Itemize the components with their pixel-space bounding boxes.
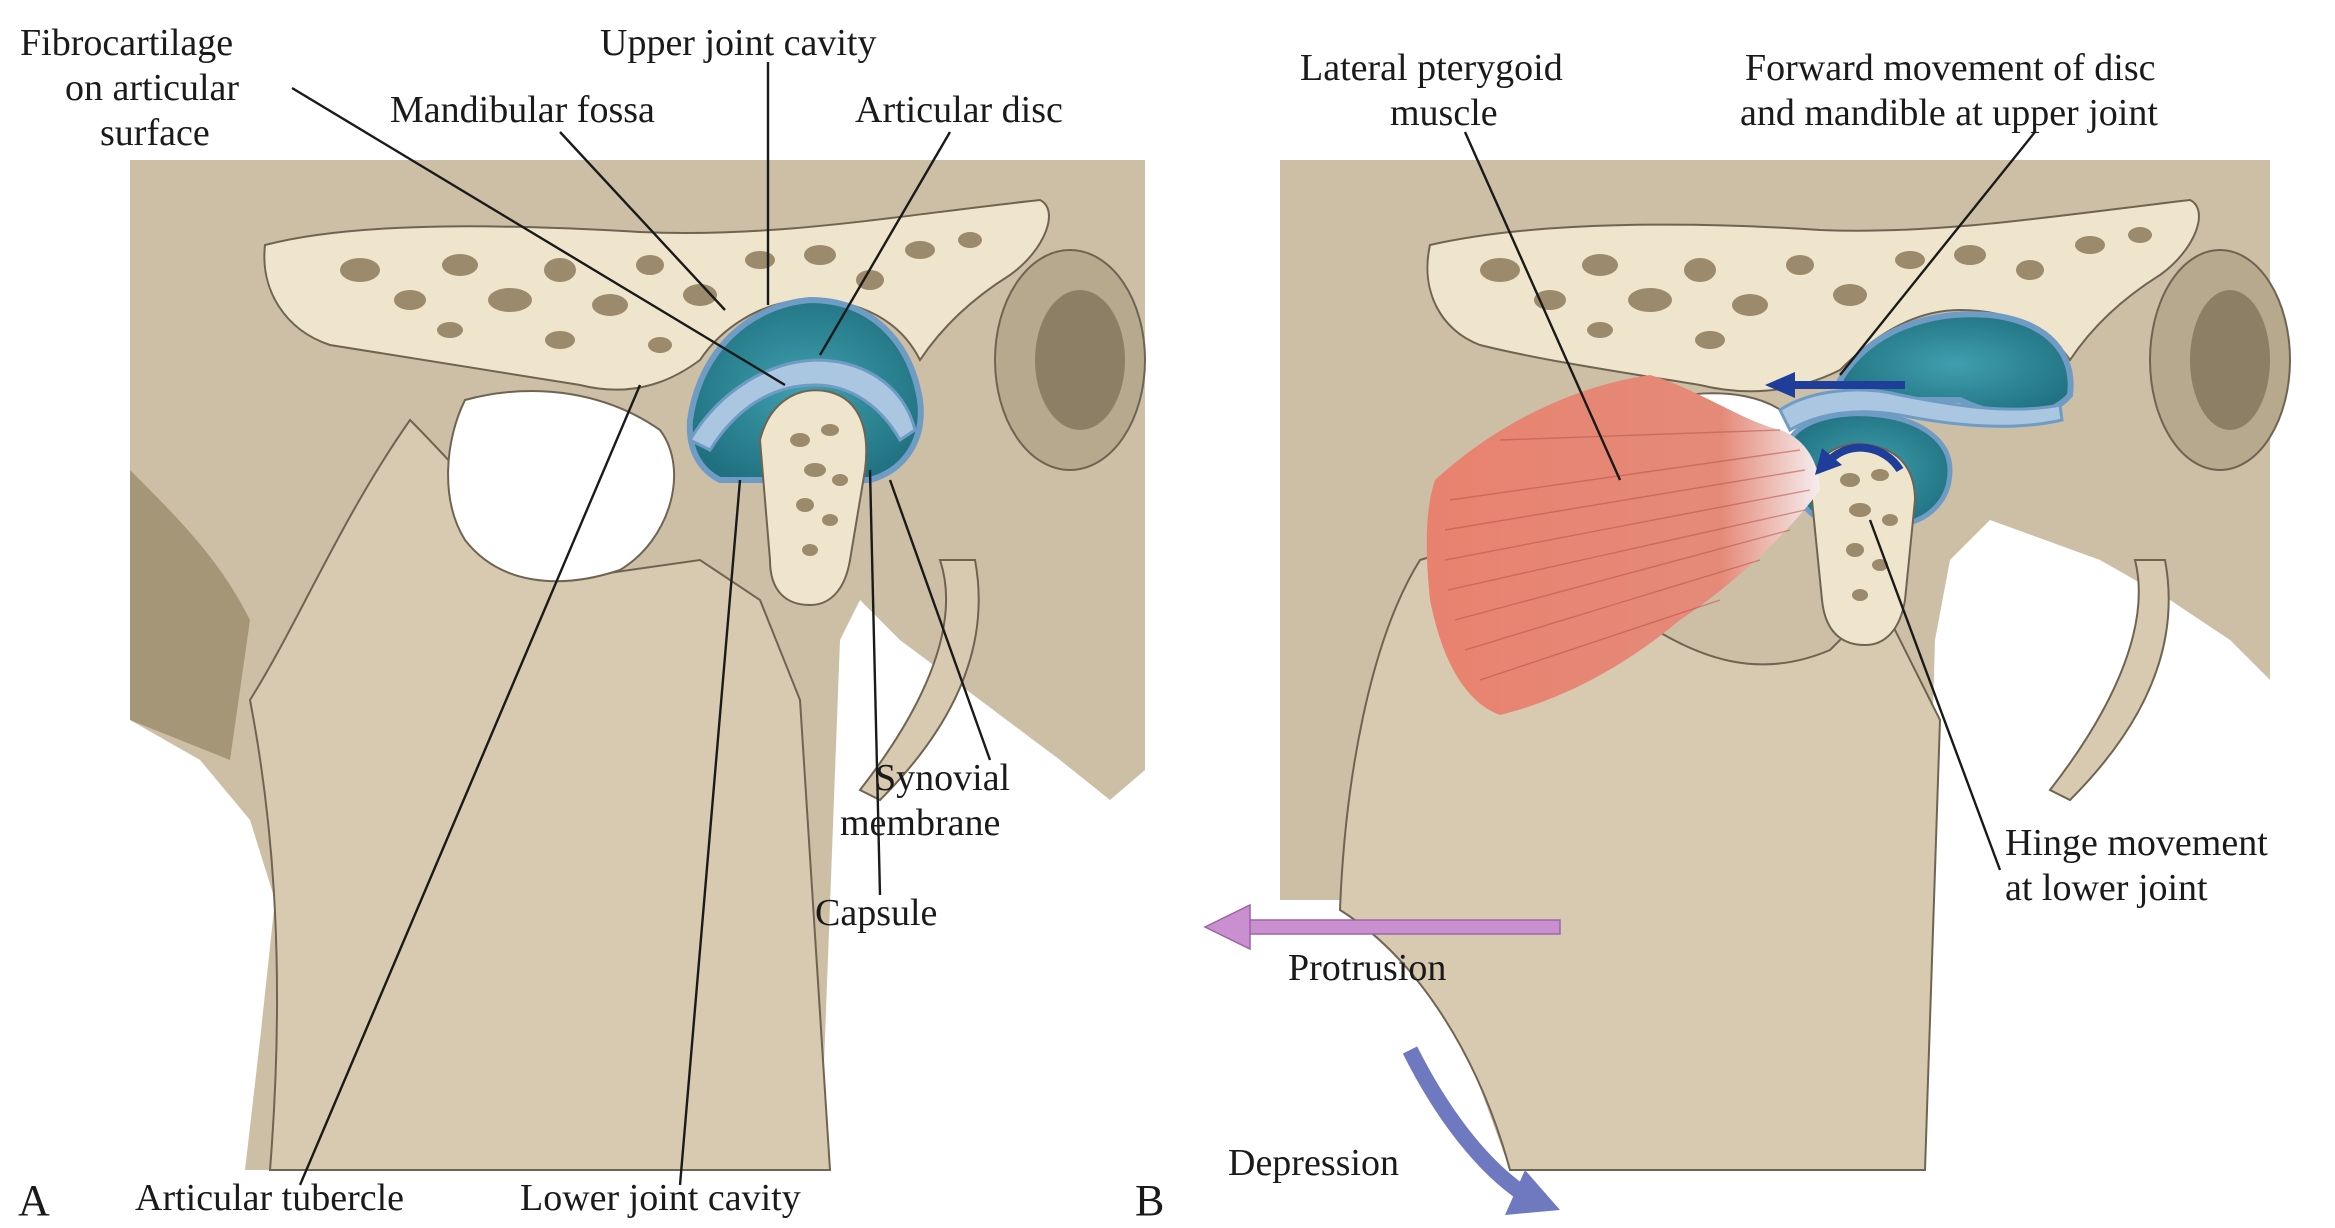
- label-articular-tubercle: Articular tubercle: [135, 1177, 404, 1219]
- label-fibrocartilage-line2: on articular: [65, 67, 239, 109]
- label-lower-joint-cavity: Lower joint cavity: [520, 1177, 801, 1219]
- styloid-process-b: [2050, 560, 2169, 800]
- label-lateral-pterygoid-line1: Lateral pterygoid: [1300, 47, 1563, 89]
- label-lateral-pterygoid-line2: muscle: [1390, 92, 1498, 134]
- label-upper-joint-cavity: Upper joint cavity: [600, 22, 876, 64]
- label-forward-movement-line2: and mandible at upper joint: [1740, 92, 2158, 134]
- panel-b: Lateral pterygoid muscle Forward movemen…: [1135, 47, 2290, 1225]
- panel-a: Fibrocartilage on articular surface Uppe…: [18, 22, 1145, 1225]
- label-fibrocartilage-line1: Fibrocartilage: [20, 22, 233, 64]
- label-hinge-movement-line1: Hinge movement: [2005, 822, 2268, 864]
- label-articular-disc: Articular disc: [855, 89, 1063, 131]
- ear-region-b: [2150, 250, 2290, 470]
- label-hinge-movement-line2: at lower joint: [2005, 867, 2208, 909]
- label-mandibular-fossa: Mandibular fossa: [390, 89, 655, 131]
- panel-letter-b: B: [1135, 1176, 1164, 1225]
- label-forward-movement-line1: Forward movement of disc: [1745, 47, 2156, 89]
- label-synovial-line2: membrane: [840, 802, 1000, 844]
- notch-opening-a: [448, 391, 674, 581]
- ear-region-a: [995, 250, 1145, 470]
- mandibular-condyle-b: [1810, 444, 1915, 645]
- label-fibrocartilage-line3: surface: [100, 112, 210, 154]
- panel-letter-a: A: [18, 1176, 50, 1225]
- label-protrusion: Protrusion: [1288, 947, 1446, 989]
- label-capsule: Capsule: [815, 892, 937, 934]
- label-synovial-line1: Synovial: [875, 757, 1010, 799]
- label-depression: Depression: [1228, 1142, 1399, 1184]
